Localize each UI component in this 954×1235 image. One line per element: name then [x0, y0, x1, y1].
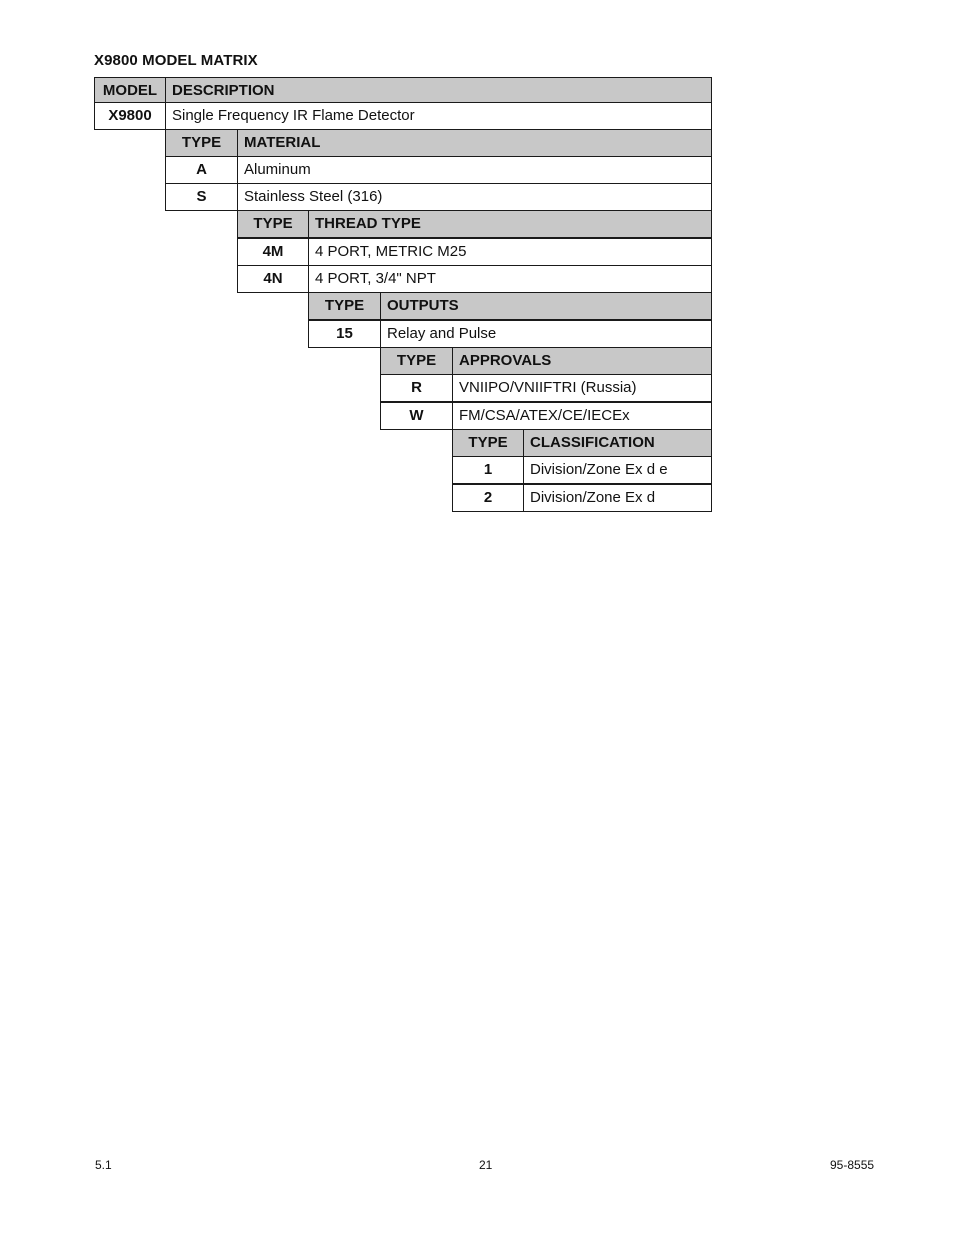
footer-revision: 5.1	[95, 1158, 112, 1172]
approvals-header-code: TYPE	[380, 347, 453, 375]
thread-row-desc: 4 PORT, METRIC M25	[308, 238, 712, 266]
classification-row-code: 1	[452, 456, 524, 484]
outputs-row-code: 15	[308, 320, 381, 348]
approvals-row-desc: VNIIPO/VNIIFTRI (Russia)	[452, 374, 712, 402]
thread-header-code: TYPE	[237, 210, 309, 238]
footer-page-number: 21	[479, 1158, 493, 1172]
material-row-desc: Stainless Steel (316)	[237, 183, 712, 211]
model-header-desc: DESCRIPTION	[165, 77, 712, 105]
model-row-code: X9800	[94, 102, 166, 130]
approvals-row-code: W	[380, 402, 453, 430]
classification-header-code: TYPE	[452, 429, 524, 457]
material-header-desc: MATERIAL	[237, 129, 712, 157]
material-row-desc: Aluminum	[237, 156, 712, 184]
thread-row-code: 4N	[237, 265, 309, 293]
classification-header-desc: CLASSIFICATION	[523, 429, 712, 457]
outputs-header-desc: OUTPUTS	[380, 292, 712, 320]
material-header-code: TYPE	[165, 129, 238, 157]
classification-row-desc: Division/Zone Ex d	[523, 484, 712, 512]
page-title: X9800 MODEL MATRIX	[94, 52, 258, 69]
material-row-code: S	[165, 183, 238, 211]
classification-row-desc: Division/Zone Ex d e	[523, 456, 712, 484]
outputs-header-code: TYPE	[308, 292, 381, 320]
thread-header-desc: THREAD TYPE	[308, 210, 712, 238]
thread-row-desc: 4 PORT, 3/4" NPT	[308, 265, 712, 293]
model-row-desc: Single Frequency IR Flame Detector	[165, 102, 712, 130]
model-header-code: MODEL	[94, 77, 166, 105]
material-row-code: A	[165, 156, 238, 184]
thread-row-code: 4M	[237, 238, 309, 266]
classification-row-code: 2	[452, 484, 524, 512]
approvals-row-code: R	[380, 374, 453, 402]
approvals-row-desc: FM/CSA/ATEX/CE/IECEx	[452, 402, 712, 430]
footer-document-number: 95-8555	[830, 1158, 875, 1172]
outputs-row-desc: Relay and Pulse	[380, 320, 712, 348]
approvals-header-desc: APPROVALS	[452, 347, 712, 375]
